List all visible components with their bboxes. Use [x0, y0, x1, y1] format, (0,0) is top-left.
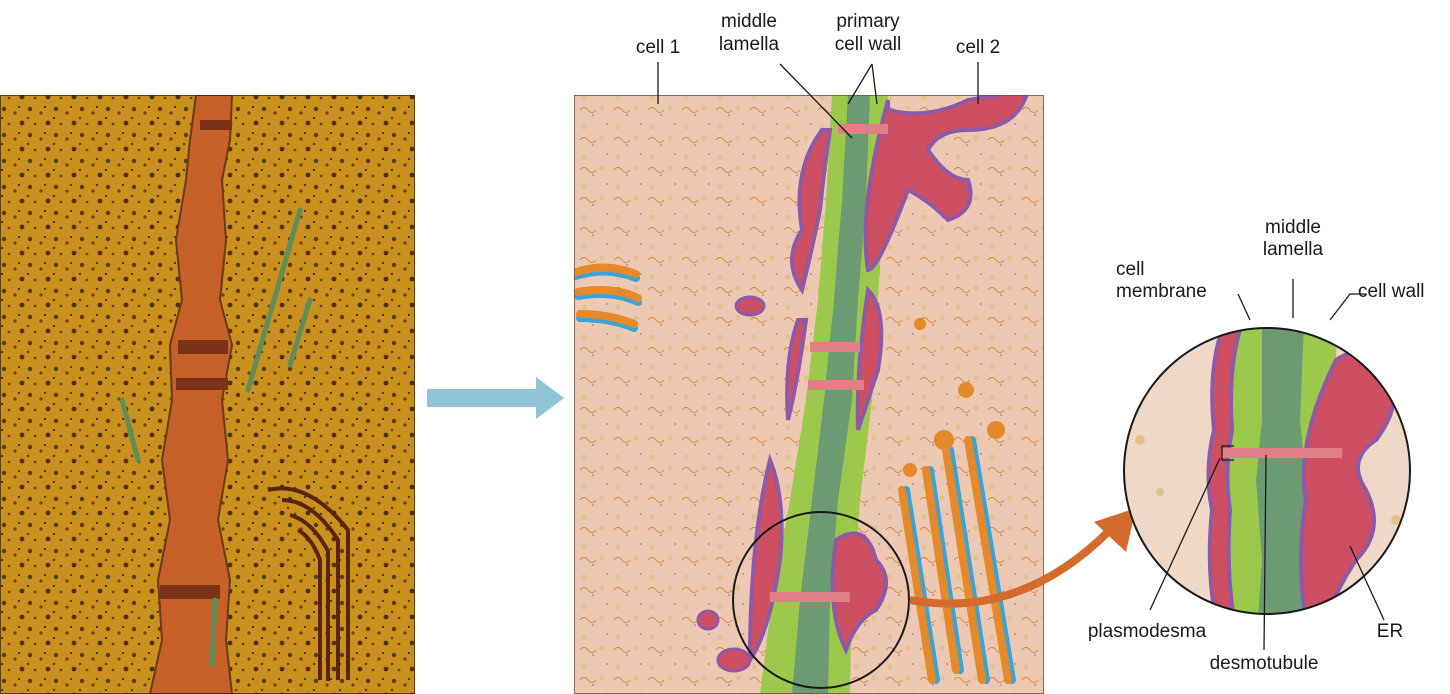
- label-er: ER: [1377, 622, 1403, 642]
- micrograph-plasmodesma-2: [176, 378, 228, 390]
- zoom-middle-lamella: [1256, 325, 1306, 620]
- label-zoom-middle-line1: middle: [1265, 218, 1321, 238]
- label-zoom-membrane-line1: cell: [1116, 260, 1145, 280]
- label-zoom-membrane-line2: membrane: [1116, 282, 1207, 302]
- label-zoom-cell-wall: cell wall: [1358, 282, 1425, 302]
- label-primary-wall-line2: cell wall: [835, 35, 902, 55]
- micrograph-plasmodesma-1: [178, 340, 228, 354]
- electron-micrograph: [0, 95, 415, 694]
- zoom-plasmodesma: [1222, 448, 1342, 458]
- micrograph-plasmodesma-top: [200, 120, 232, 130]
- micrograph-plasmodesma-3: [160, 585, 220, 599]
- label-cell-2: cell 2: [956, 38, 1000, 58]
- label-plasmodesma: plasmodesma: [1088, 622, 1206, 642]
- blue-arrow-icon: [427, 377, 564, 419]
- label-middle-lamella-line2: lamella: [719, 35, 779, 55]
- label-zoom-middle-line2: lamella: [1263, 240, 1323, 260]
- label-primary-wall-line1: primary: [836, 12, 899, 32]
- label-desmotubule: desmotubule: [1210, 654, 1319, 674]
- label-middle-lamella-line1: middle: [721, 12, 777, 32]
- label-cell-1: cell 1: [636, 38, 680, 58]
